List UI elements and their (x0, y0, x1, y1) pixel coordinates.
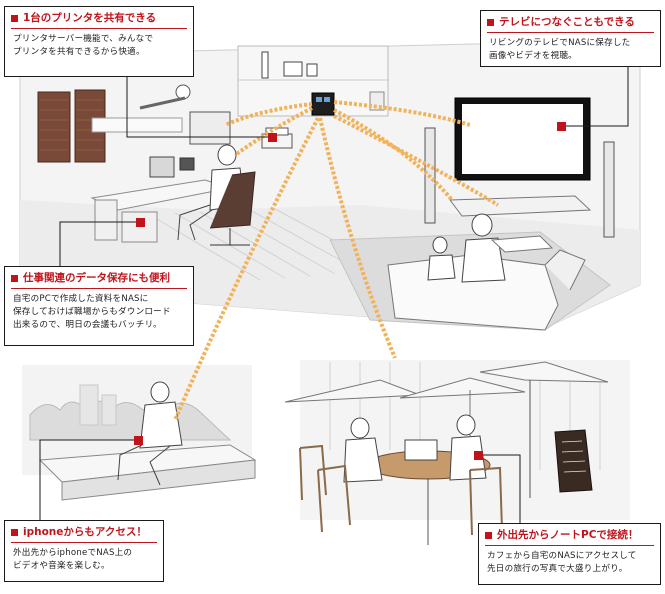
callout-work-data: 仕事関連のデータ保存にも便利 自宅のPCで作成した資料をNASに 保存しておけば… (4, 266, 194, 346)
callout-title: テレビにつなぐこともできる (499, 16, 635, 28)
callout-title: 外出先からノートPCで接続！ (497, 529, 639, 541)
callout-printer-sharing: 1台のプリンタを共有できる プリンタサーバー機能で、みんなで プリンタを共有でき… (4, 6, 194, 77)
callout-leaders (39, 66, 629, 523)
callout-markers (134, 122, 566, 460)
callout-body: 外出先からiphoneでNAS上の ビデオや音楽を楽しむ。 (13, 547, 133, 571)
callout-title: 仕事関連のデータ保存にも便利 (23, 272, 170, 284)
marker-notebook (474, 451, 483, 460)
callout-tv-connection: テレビにつなぐこともできる リビングのテレビでNASに保存した 画像やビデオを視… (480, 10, 661, 67)
bullet-square-icon (11, 528, 18, 536)
marker-iphone (134, 436, 143, 445)
callout-title: 1台のプリンタを共有できる (23, 12, 157, 24)
cafe-scene (284, 360, 630, 545)
bullet-square-icon (487, 18, 494, 26)
callout-notebook-connection: 外出先からノートPCで接続！ カフェから自宅のNASにアクセスして 先日の旅行の… (478, 523, 661, 585)
callout-body: 自宅のPCで作成した資料をNASに 保存しておけば職場からもダウンロード 出来る… (13, 293, 171, 331)
bullet-square-icon (11, 14, 18, 22)
callout-body: リビングのテレビでNASに保存した 画像やビデオを視聴。 (489, 37, 631, 61)
home-room (19, 39, 641, 331)
callout-iphone-access: iphoneからもアクセス！ 外出先からiphoneでNAS上の ビデオや音楽を… (4, 520, 164, 582)
park-scene (22, 365, 257, 501)
bullet-square-icon (485, 531, 492, 539)
callout-body: カフェから自宅のNASにアクセスして 先日の旅行の写真で大盛り上がり。 (487, 550, 637, 574)
callout-body: プリンタサーバー機能で、みんなで プリンタを共有できるから快適。 (13, 33, 154, 57)
callout-title: iphoneからもアクセス！ (23, 526, 147, 538)
bullet-square-icon (11, 274, 18, 282)
wireless-signal-waves (173, 100, 500, 421)
marker-work (136, 218, 145, 227)
marker-tv (557, 122, 566, 131)
marker-printer (268, 133, 277, 142)
